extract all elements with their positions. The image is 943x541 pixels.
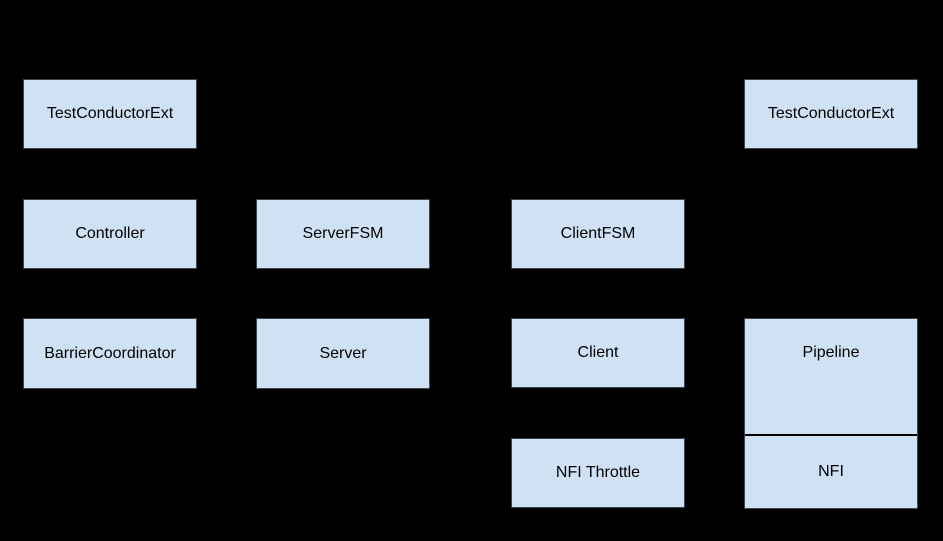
node-client: Client [511,318,685,388]
node-barriercoordinator: BarrierCoordinator [23,318,197,389]
node-testconductorext-right: TestConductorExt [744,79,918,149]
node-label: NFI Throttle [555,464,641,481]
node-label: Server [319,344,367,362]
node-label: ClientFSM [560,225,636,242]
node-label: BarrierCoordinator [44,344,176,362]
node-testconductorext-left: TestConductorExt [23,79,197,149]
node-label: Controller [75,225,145,242]
node-nfi: NFI [745,436,917,508]
node-label: ServerFSM [302,225,384,242]
node-pipeline: Pipeline [745,319,917,436]
node-controller: Controller [23,199,197,269]
node-label: TestConductorExt [46,105,174,122]
node-server: Server [256,318,430,389]
node-label: Client [577,344,619,361]
node-clientfsm: ClientFSM [511,199,685,269]
node-serverfsm: ServerFSM [256,199,430,269]
node-nfi-throttle: NFI Throttle [511,438,685,508]
node-pipeline-nfi-stack: Pipeline NFI [744,318,918,509]
node-label: NFI [818,463,844,480]
node-label: TestConductorExt [767,105,895,122]
node-label: Pipeline [802,344,860,361]
